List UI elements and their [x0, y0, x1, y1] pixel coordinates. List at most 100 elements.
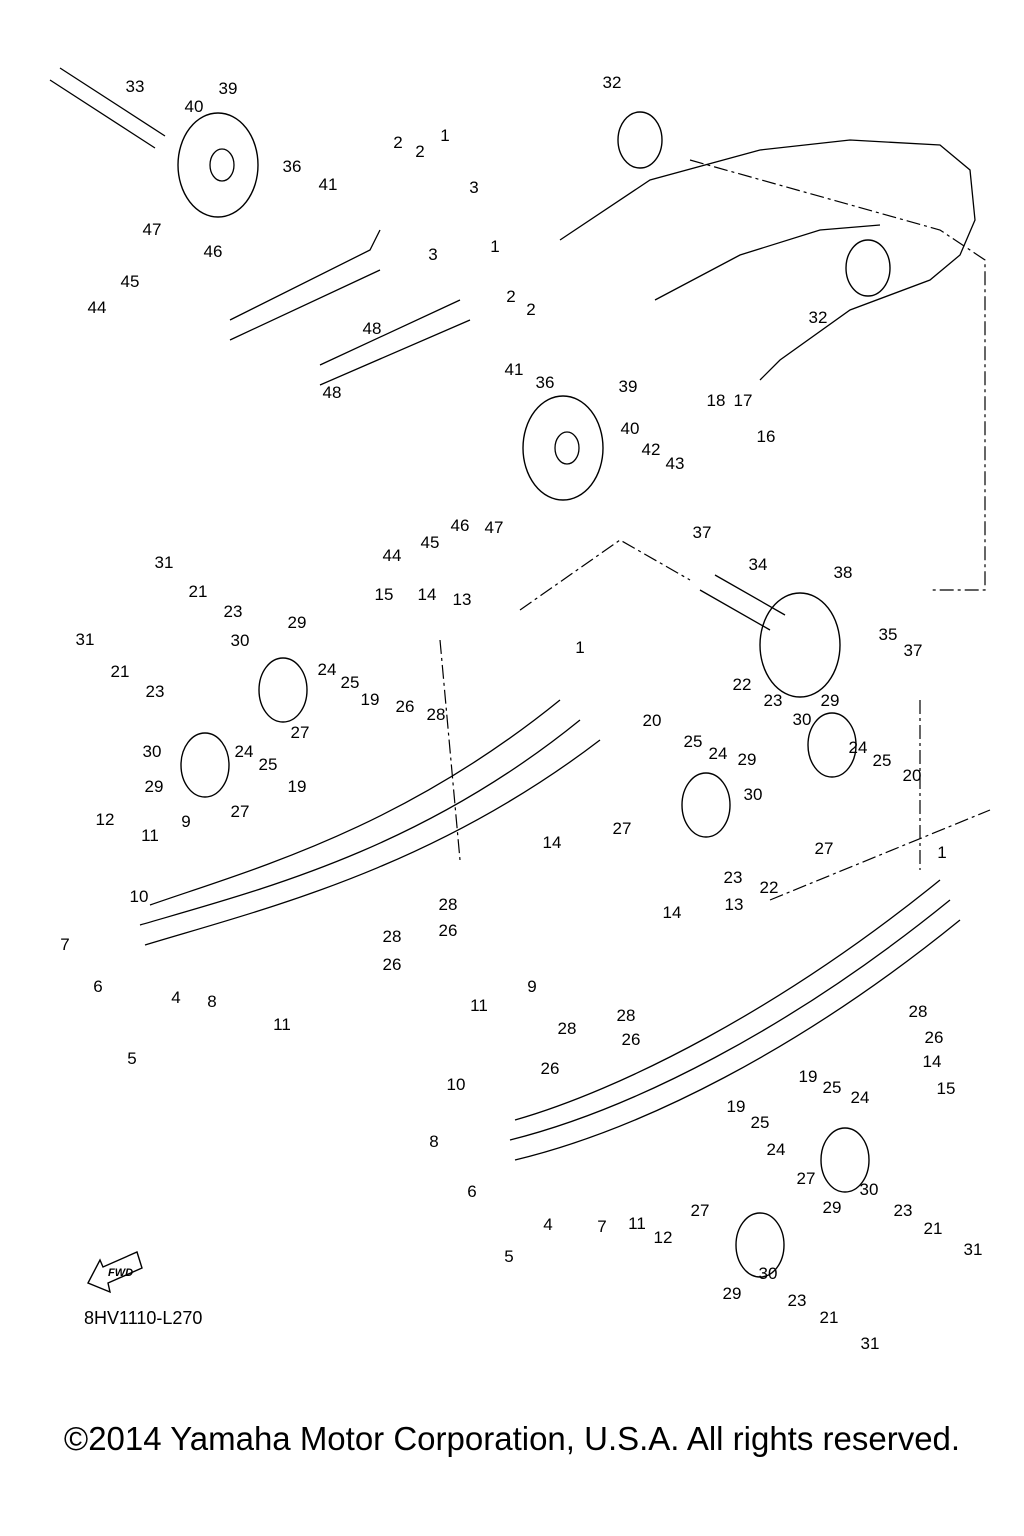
callout-22: 22: [760, 878, 779, 897]
fwd-label: FWD: [108, 1267, 133, 1279]
callout-19: 19: [799, 1067, 818, 1086]
callout-28: 28: [909, 1002, 928, 1021]
callout-24: 24: [849, 738, 868, 757]
callout-26: 26: [396, 697, 415, 716]
axle: [49, 67, 786, 631]
leader-lines: [439, 539, 991, 901]
callout-32: 32: [603, 73, 622, 92]
callout-11: 11: [273, 1015, 291, 1034]
callout-43: 43: [666, 454, 685, 473]
callout-4: 4: [171, 988, 180, 1007]
callout-24: 24: [767, 1140, 786, 1159]
callout-23: 23: [894, 1201, 913, 1220]
callout-27: 27: [291, 723, 310, 742]
callout-14: 14: [543, 833, 562, 852]
idler-wheel: [180, 111, 891, 1278]
callout-7: 7: [597, 1217, 606, 1236]
callout-1: 1: [937, 843, 946, 862]
callout-26: 26: [925, 1028, 944, 1047]
callout-48: 48: [363, 319, 382, 338]
callout-25: 25: [341, 673, 360, 692]
callout-23: 23: [724, 868, 743, 887]
callout-8: 8: [207, 992, 216, 1011]
callout-27: 27: [691, 1201, 710, 1220]
callout-33: 33: [126, 77, 145, 96]
callout-24: 24: [318, 660, 337, 679]
idler-wheel: [522, 395, 604, 501]
callout-30: 30: [143, 742, 162, 761]
callout-19: 19: [361, 690, 380, 709]
callout-11: 11: [470, 996, 488, 1015]
callout-48: 48: [323, 383, 342, 402]
callout-28: 28: [427, 705, 446, 724]
callout-35: 35: [879, 625, 898, 644]
callout-26: 26: [541, 1059, 560, 1078]
callout-9: 9: [181, 812, 190, 831]
callout-2: 2: [506, 287, 515, 306]
callout-14: 14: [418, 585, 437, 604]
callout-25: 25: [823, 1078, 842, 1097]
callout-27: 27: [613, 819, 632, 838]
callout-37: 37: [904, 641, 923, 660]
callout-24: 24: [709, 744, 728, 763]
callout-11: 11: [628, 1214, 646, 1233]
callout-4: 4: [543, 1215, 552, 1234]
callout-44: 44: [88, 298, 107, 317]
callout-19: 19: [727, 1097, 746, 1116]
callout-46: 46: [451, 516, 470, 535]
callout-11: 11: [141, 826, 159, 845]
callout-42: 42: [642, 440, 661, 459]
callout-31: 31: [155, 553, 174, 572]
callout-46: 46: [204, 242, 223, 261]
callout-1: 1: [490, 237, 499, 256]
callout-26: 26: [622, 1030, 641, 1049]
callout-41: 41: [505, 360, 524, 379]
callout-3: 3: [428, 245, 437, 264]
callout-19: 19: [288, 777, 307, 796]
callout-31: 31: [76, 630, 95, 649]
callout-5: 5: [127, 1049, 136, 1068]
callout-40: 40: [185, 97, 204, 116]
callout-23: 23: [788, 1291, 807, 1310]
callout-30: 30: [860, 1180, 879, 1199]
callout-29: 29: [723, 1284, 742, 1303]
track-belt: [559, 139, 986, 591]
callout-30: 30: [231, 631, 250, 650]
callout-34: 34: [749, 555, 768, 574]
callout-28: 28: [383, 927, 402, 946]
callout-13: 13: [725, 895, 744, 914]
callout-41: 41: [319, 175, 338, 194]
callout-20: 20: [643, 711, 662, 730]
callout-40: 40: [621, 419, 640, 438]
callout-37: 37: [693, 523, 712, 542]
callout-36: 36: [536, 373, 555, 392]
callout-17: 17: [734, 391, 753, 410]
callout-1: 1: [440, 126, 449, 145]
callout-25: 25: [873, 751, 892, 770]
callout-47: 47: [485, 518, 504, 537]
callout-21: 21: [189, 582, 208, 601]
callout-31: 31: [861, 1334, 880, 1353]
callout-22: 22: [733, 675, 752, 694]
callout-39: 39: [219, 79, 238, 98]
callout-29: 29: [823, 1198, 842, 1217]
callout-29: 29: [821, 691, 840, 710]
callout-16: 16: [757, 427, 776, 446]
callout-28: 28: [439, 895, 458, 914]
callout-2: 2: [415, 142, 424, 161]
callout-29: 29: [288, 613, 307, 632]
callout-3: 3: [469, 178, 478, 197]
callout-39: 39: [619, 377, 638, 396]
callout-25: 25: [751, 1113, 770, 1132]
callout-10: 10: [447, 1075, 466, 1094]
callout-29: 29: [145, 777, 164, 796]
callout-26: 26: [439, 921, 458, 940]
callout-38: 38: [834, 563, 853, 582]
callout-24: 24: [235, 742, 254, 761]
copyright-notice: ©2014 Yamaha Motor Corporation, U.S.A. A…: [63, 1420, 961, 1457]
callout-31: 31: [964, 1240, 983, 1259]
callout-30: 30: [759, 1264, 778, 1283]
callout-29: 29: [738, 750, 757, 769]
